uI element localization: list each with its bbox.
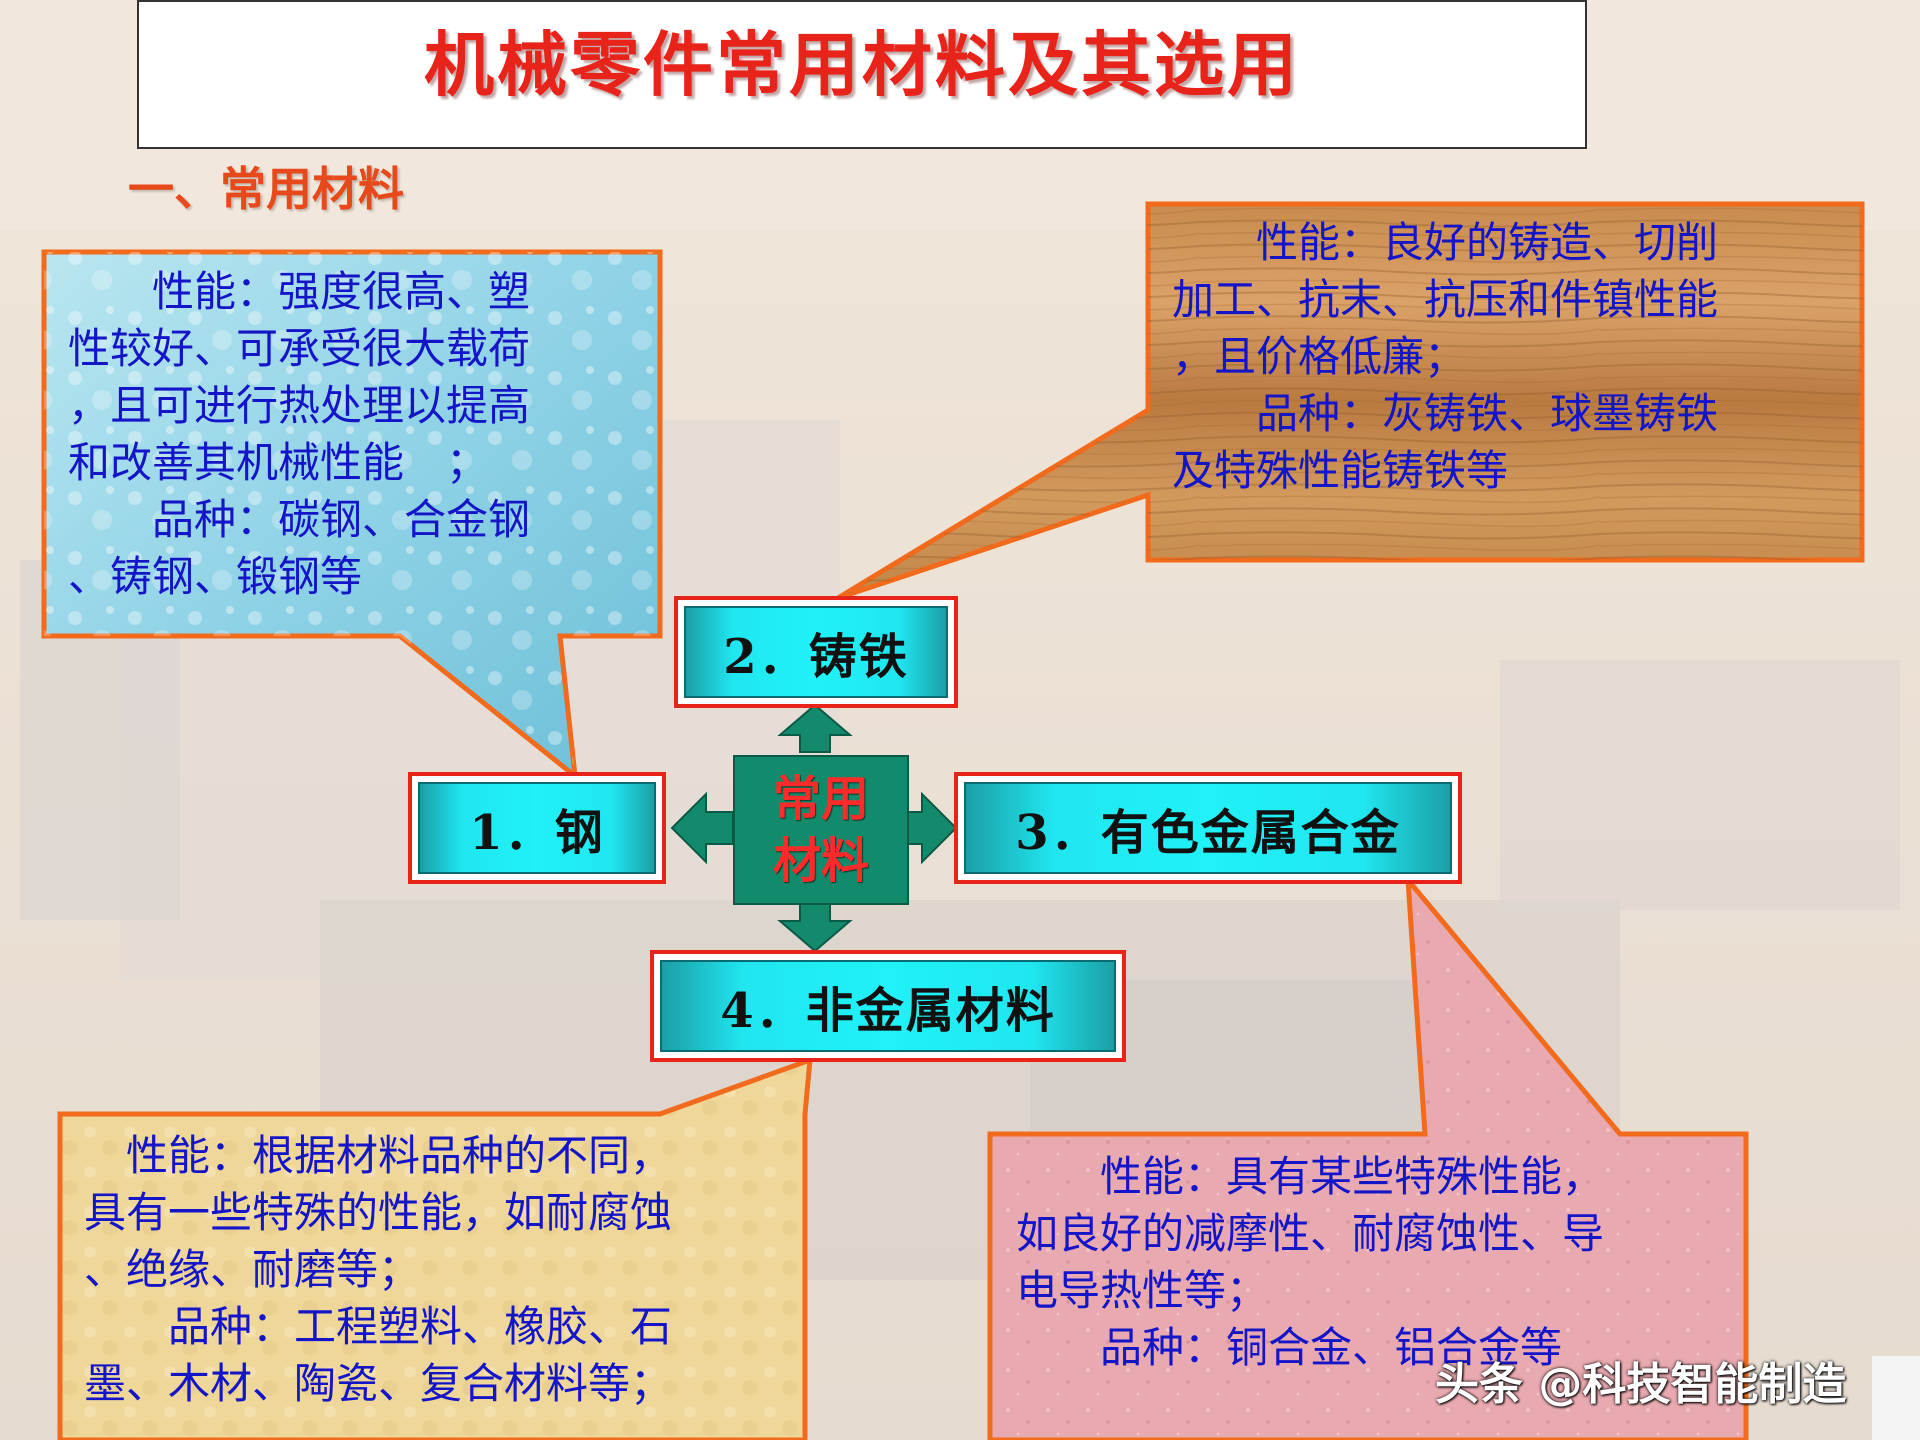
node-nonferrous: 3．有色金属合金 [954, 772, 1462, 884]
callout-nonmetal-shape [57, 1056, 813, 1440]
node-steel-label: 1．钢 [418, 782, 656, 874]
callout-cast-iron: 性能：良好的铸造、切削 加工、抗末、抗压和件镇性能 ，且价格低廉； 品种：灰铸铁… [1172, 214, 1852, 499]
node-steel: 1．钢 [408, 772, 666, 884]
callout-nonmetal-line: 性能：根据材料品种的不同， [84, 1131, 673, 1180]
callout-nonferrous-line: 如良好的减摩性、耐腐蚀性、导 [1016, 1209, 1605, 1258]
callout-steel-line: 和改善其机械性能 ； [68, 438, 489, 487]
callout-nonferrous-line: 性能：具有某些特殊性能， [1016, 1152, 1605, 1201]
callout-steel-line: ，且可进行热处理以提高 [68, 381, 531, 430]
node-nonferrous-label: 3．有色金属合金 [964, 782, 1452, 874]
title-box: 机械零件常用材料及其选用 [137, 0, 1587, 149]
center-line-2: 材料 [772, 833, 869, 889]
callout-steel-line: 品种：碳钢、合金钢 [68, 495, 531, 544]
callout-steel-line: 性较好、可承受很大载荷 [68, 324, 531, 373]
callout-nonmetal-line: 品种：工程塑料、橡胶、石 [84, 1302, 673, 1351]
callout-nonmetal: 性能：根据材料品种的不同， 具有一些特殊的性能，如耐腐蚀 、绝缘、耐磨等； 品种… [84, 1127, 804, 1412]
page-title: 机械零件常用材料及其选用 [424, 23, 1300, 106]
node-cast-iron-label: 2．铸铁 [684, 606, 948, 698]
callout-steel: 性能：强度很高、塑 性较好、可承受很大载荷 ，且可进行热处理以提高 和改善其机械… [68, 263, 653, 605]
callout-nonmetal-line: 具有一些特殊的性能，如耐腐蚀 [84, 1188, 673, 1237]
node-nonmetal-label: 4．非金属材料 [660, 960, 1116, 1052]
node-cast-iron: 2．铸铁 [674, 596, 958, 708]
center-line-1: 常用 [772, 771, 869, 827]
callout-nonmetal-line: 墨、木材、陶瓷、复合材料等； [84, 1359, 673, 1408]
callout-cast-iron-line: 及特殊性能铸铁等 [1172, 446, 1509, 495]
callout-steel-line: 、铸钢、锻钢等 [68, 552, 363, 601]
corner-mark [1872, 1356, 1920, 1440]
watermark: 头条 @科技智能制造 [1435, 1359, 1847, 1410]
callout-cast-iron-line: 品种：灰铸铁、球墨铸铁 [1172, 389, 1719, 438]
center-node: 常用 材料 [733, 755, 909, 905]
callout-nonferrous-shape [987, 872, 1749, 1440]
callout-cast-iron-line: 加工、抗末、抗压和件镇性能 [1172, 275, 1719, 324]
callout-cast-iron-line: ，且价格低廉； [1172, 332, 1467, 381]
callout-steel-line: 性能：强度很高、塑 [68, 267, 531, 316]
callout-nonferrous-line: 电导热性等； [1016, 1266, 1269, 1315]
callout-nonmetal-line: 、绝缘、耐磨等； [84, 1245, 421, 1294]
callout-nonferrous-line: 品种：铜合金、铝合金等 [1016, 1323, 1563, 1372]
section-heading: 一、常用材料 [128, 162, 404, 216]
node-nonmetal: 4．非金属材料 [650, 950, 1126, 1062]
callout-nonferrous: 性能：具有某些特殊性能， 如良好的减摩性、耐腐蚀性、导 电导热性等； 品种：铜合… [1016, 1148, 1736, 1376]
callout-cast-iron-line: 性能：良好的铸造、切削 [1172, 218, 1719, 267]
